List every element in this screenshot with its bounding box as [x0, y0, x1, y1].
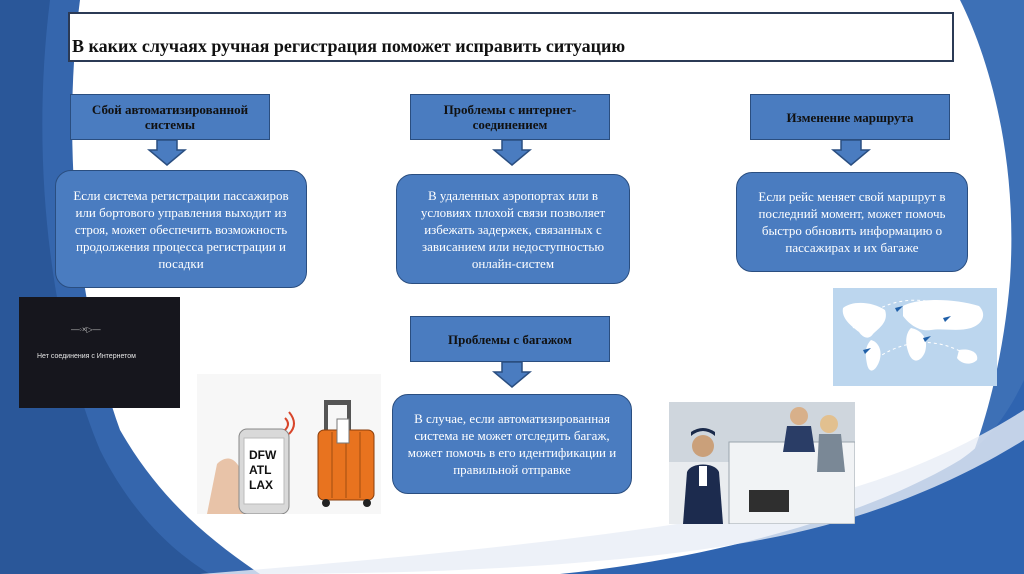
arrow-down-icon	[492, 140, 532, 166]
title-frame	[68, 12, 954, 62]
phone-suitcase-illustration	[207, 400, 375, 514]
heading-route-change: Изменение маршрута	[750, 94, 950, 140]
tag-line-3: LAX	[249, 478, 273, 492]
no-internet-caption: Нет соединения с Интернетом	[37, 353, 136, 360]
world-map-image	[833, 288, 997, 386]
heading-system-failure: Сбой автоматизированной системы	[70, 94, 270, 140]
bubble-system-failure: Если система регистрации пассажиров или …	[55, 170, 307, 288]
check-in-counter-image	[669, 402, 855, 524]
no-internet-symbol: —◦×▷—	[71, 325, 101, 334]
no-internet-image: —◦×▷— Нет соединения с Интернетом	[19, 297, 180, 408]
page-title: В каких случаях ручная регистрация помож…	[72, 36, 626, 56]
baggage-tracking-image: DFW ATL LAX	[197, 374, 381, 514]
heading-internet-problems: Проблемы с интернет-соединением	[410, 94, 610, 140]
heading-baggage-problems: Проблемы с багажом	[410, 316, 610, 362]
check-in-illustration	[669, 402, 855, 524]
tag-line-1: DFW	[249, 448, 277, 462]
bubble-route-change: Если рейс меняет свой маршрут в последни…	[736, 172, 968, 272]
arrow-down-icon	[492, 362, 532, 388]
map-illustration	[842, 299, 984, 371]
tag-line-2: ATL	[249, 463, 272, 477]
bubble-baggage-problems: В случае, если автоматизированная систем…	[392, 394, 632, 494]
bubble-internet-problems: В удаленных аэропортах или в условиях пл…	[396, 174, 630, 284]
arrow-down-icon	[831, 140, 871, 166]
arrow-down-icon	[147, 140, 187, 166]
